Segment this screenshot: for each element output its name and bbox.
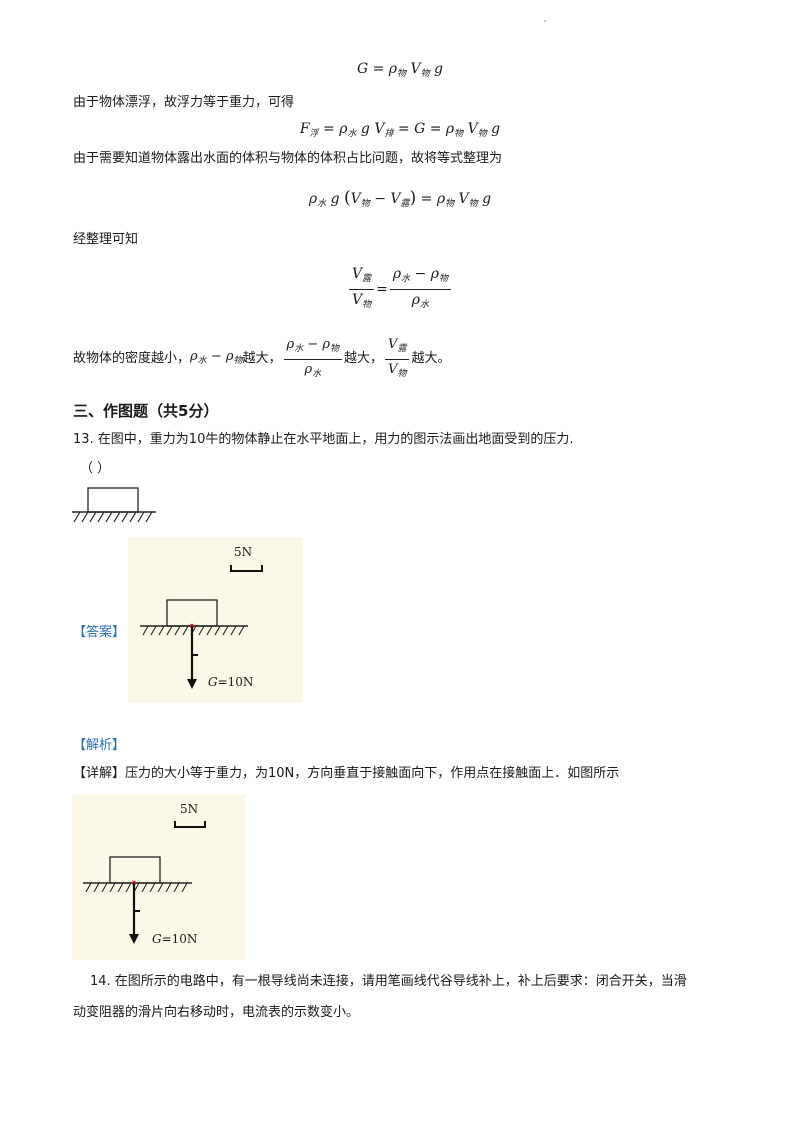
conclusion-part-4: 越大。 — [411, 351, 451, 366]
question-14-line-2: 动变阻器的滑片向右移动时，电流表的示数变小。 — [73, 1005, 360, 1020]
text-ratio-line: 由于需要知道物体露出水面的体积与物体的体积占比问题，故将等式整理为 — [73, 151, 503, 166]
question-figure — [72, 487, 156, 523]
section-title: 三、作图题（共5分） — [73, 402, 219, 420]
answer-force-value: =10N — [217, 675, 254, 689]
question-14-line-1: 14. 在图所示的电路中，有一根导线尚未连接，请用笔画线代谷导线补上，补上后要求… — [90, 974, 687, 989]
detail-figure: 5N G=10N — [72, 794, 246, 960]
question-13: 13. 在图中，重力为10牛的物体静止在水平地面上，用力的图示法画出地面受到的压… — [73, 432, 574, 447]
answer-label: 【答案】 — [73, 625, 126, 640]
answer-block — [166, 599, 218, 627]
answer-diagram — [140, 565, 263, 689]
answer-blank: （ ） — [80, 461, 111, 476]
conclusion-part-1: 故物体的密度越小， — [73, 351, 191, 366]
detail-scale-bar — [174, 821, 206, 828]
conclusion-part-2: 越大， — [242, 351, 282, 366]
equation-rearranged: ρ水 g (V物 − V露) = ρ物 V物 g — [308, 188, 492, 209]
equation-buoyancy: F浮 = ρ水 g V排 = G = ρ物 V物 g — [299, 121, 501, 139]
detail-arrow-head — [129, 934, 139, 944]
detail-block — [109, 856, 161, 884]
detail-scale-label: 5N — [180, 802, 199, 816]
text-conclude-line: 经整理可知 — [73, 232, 139, 247]
detail-force-label: G=10N — [152, 932, 198, 946]
answer-figure: 5N G=10N — [128, 537, 303, 703]
detail-line: 【详解】压力的大小等于重力，为10N，方向垂直于接触面向下，作用点在接触面上．如… — [73, 765, 619, 783]
detail-hatching — [85, 882, 188, 893]
equation-gravity: G = ρ物 V物 g — [356, 61, 444, 79]
conclusion-part-3: 越大， — [344, 351, 384, 366]
scale-bar — [230, 565, 263, 572]
block — [87, 487, 139, 513]
answer-scale-label: 5N — [234, 545, 253, 559]
page-mark: · — [543, 15, 548, 30]
analysis-label: 【解析】 — [73, 738, 126, 753]
ground-hatching — [73, 511, 153, 523]
detail-text: 压力的大小等于重力，为10N，方向垂直于接触面向下，作用点在接触面上．如图所示 — [125, 766, 620, 781]
detail-diagram — [83, 821, 206, 944]
answer-force-label: G=10N — [208, 675, 254, 689]
force-arrow-head — [187, 679, 197, 689]
detail-label: 【详解】 — [73, 766, 126, 781]
text-floating-line: 由于物体漂浮，故浮力等于重力，可得 — [73, 95, 295, 110]
